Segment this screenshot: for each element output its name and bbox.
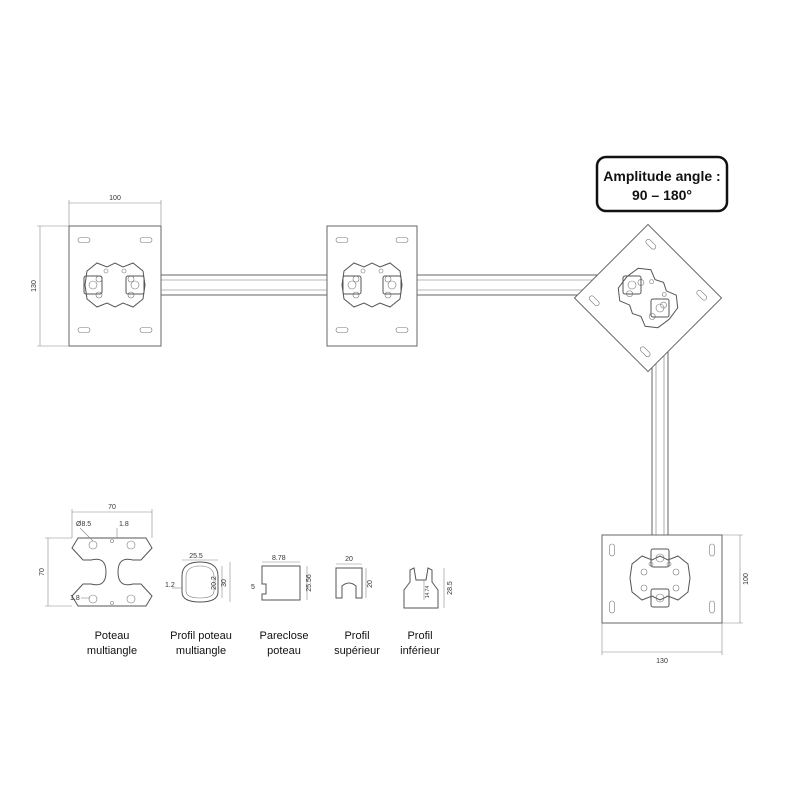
dim-plate-left-width: 100 <box>109 195 121 202</box>
caption-profil-inf-l1: Profil <box>407 630 432 642</box>
dim-poteau-height: 70 <box>39 568 46 576</box>
dim-plate-left-height: 130 <box>31 280 38 292</box>
caption-poteau-l2: multiangle <box>87 645 137 657</box>
dim-poteau-width: 70 <box>108 504 116 511</box>
callout-line-2: 90 – 180° <box>632 187 692 203</box>
profile-profil-poteau: 25.5 20.2 30 1.2 Profil poteau multiangl… <box>165 553 232 657</box>
base-plate-left: 100 130 <box>31 195 162 347</box>
caption-pareclose-l1: Pareclose <box>260 630 309 642</box>
dim-profil-sup-width: 20 <box>345 556 353 563</box>
dim-profil-poteau-height: 30 <box>221 579 228 587</box>
callout-line-1: Amplitude angle : <box>603 168 720 184</box>
dim-plate-br-width: 130 <box>656 658 668 665</box>
dim-profil-inf-height: 28.5 <box>447 581 454 595</box>
profile-profil-superieur: 20 20 Profil supérieur <box>334 556 380 657</box>
dim-pareclose-height: 25.56 <box>306 574 313 592</box>
caption-profil-sup-l1: Profil <box>344 630 369 642</box>
base-plate-corner <box>573 223 723 373</box>
dim-pareclose-lip: 5 <box>251 584 255 591</box>
caption-profil-inf-l2: inférieur <box>400 645 440 657</box>
caption-profil-poteau-l2: multiangle <box>176 645 226 657</box>
caption-pareclose-l2: poteau <box>267 645 301 657</box>
amplitude-angle-callout: Amplitude angle : 90 – 180° <box>595 155 729 213</box>
caption-profil-sup-l2: supérieur <box>334 645 380 657</box>
dim-profil-poteau-width: 25.5 <box>189 553 203 560</box>
base-plate-middle <box>326 225 418 347</box>
dim-plate-br-height: 100 <box>743 573 750 585</box>
dim-poteau-hole: Ø8.5 <box>76 521 91 528</box>
dim-profil-poteau-inner: 20.2 <box>211 576 218 590</box>
profile-pareclose: 8.78 25.56 5 Pareclose poteau <box>251 555 313 657</box>
profile-poteau-multiangle: 70 70 Ø8.5 1.8 1.8 Poteau multiangle <box>39 504 153 657</box>
dim-profil-sup-height: 20 <box>367 580 374 588</box>
caption-poteau-l1: Poteau <box>95 630 130 642</box>
base-plate-bottom-right: 130 100 <box>601 534 750 665</box>
profile-profil-inferieur: 14.74 28.5 Profil inférieur <box>400 567 454 657</box>
dim-poteau-wall-bottom: 1.8 <box>70 595 80 602</box>
caption-profil-poteau-l1: Profil poteau <box>170 630 232 642</box>
dim-poteau-wall-top: 1.8 <box>119 521 129 528</box>
dim-profil-inf-inner: 14.74 <box>425 586 431 599</box>
dim-pareclose-width: 8.78 <box>272 555 286 562</box>
dim-profil-poteau-lip: 1.2 <box>165 582 175 589</box>
